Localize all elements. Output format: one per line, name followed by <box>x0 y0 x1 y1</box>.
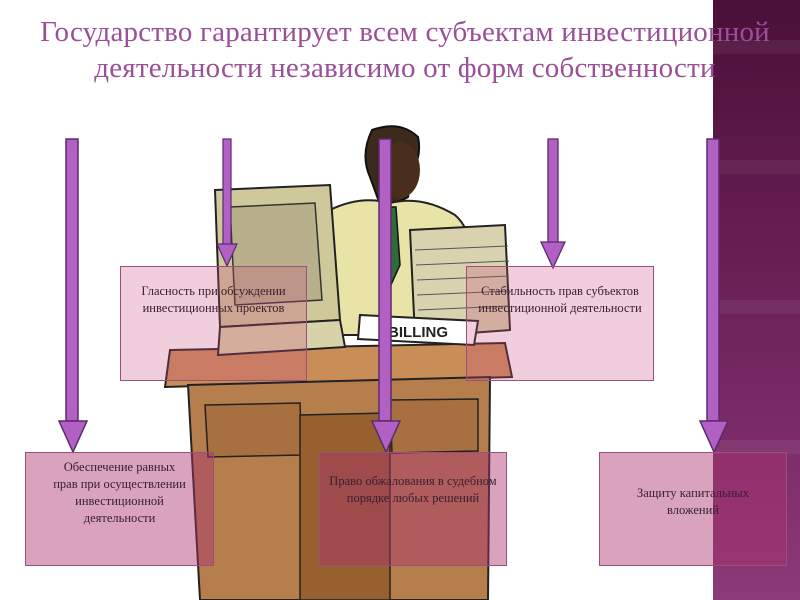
box-equal-rights: Обеспечение равных прав при осуществлени… <box>25 452 214 566</box>
box-equal-rights-text: Обеспечение равных прав при осуществлени… <box>53 460 186 525</box>
decorative-side-stripe <box>713 0 800 600</box>
arrow-to-appeal <box>370 138 402 454</box>
title-line-2: деятельности независимо от форм собствен… <box>94 52 716 84</box>
title-line-1: Государство гарантирует всем субъектам и… <box>40 16 770 48</box>
slide-title: Государство гарантирует всем субъектам и… <box>0 14 800 86</box>
arrow-to-protection <box>698 138 730 454</box>
nameplate-text: BILLING <box>388 324 448 341</box>
arrow-to-glasnost <box>216 138 238 268</box>
office-worker-illustration: BILLING <box>163 125 514 600</box>
box-stability-text: Стабильность прав субъектов инвестиционн… <box>478 284 642 315</box>
box-glasnost: Гласность при обсуждении инвестиционных … <box>120 266 307 381</box>
box-stability: Стабильность прав субъектов инвестиционн… <box>466 266 654 381</box>
arrow-to-equal-rights <box>57 138 89 454</box>
box-appeal-text: Право обжалования в судебном порядке люб… <box>329 474 497 505</box>
box-appeal: Право обжалования в судебном порядке люб… <box>319 452 507 566</box>
box-protection-text: Защиту капитальных вложений <box>637 486 749 517</box>
arrow-to-stability <box>540 138 566 270</box>
box-protection: Защиту капитальных вложений <box>599 452 787 566</box>
box-glasnost-text: Гласность при обсуждении инвестиционных … <box>141 284 286 315</box>
